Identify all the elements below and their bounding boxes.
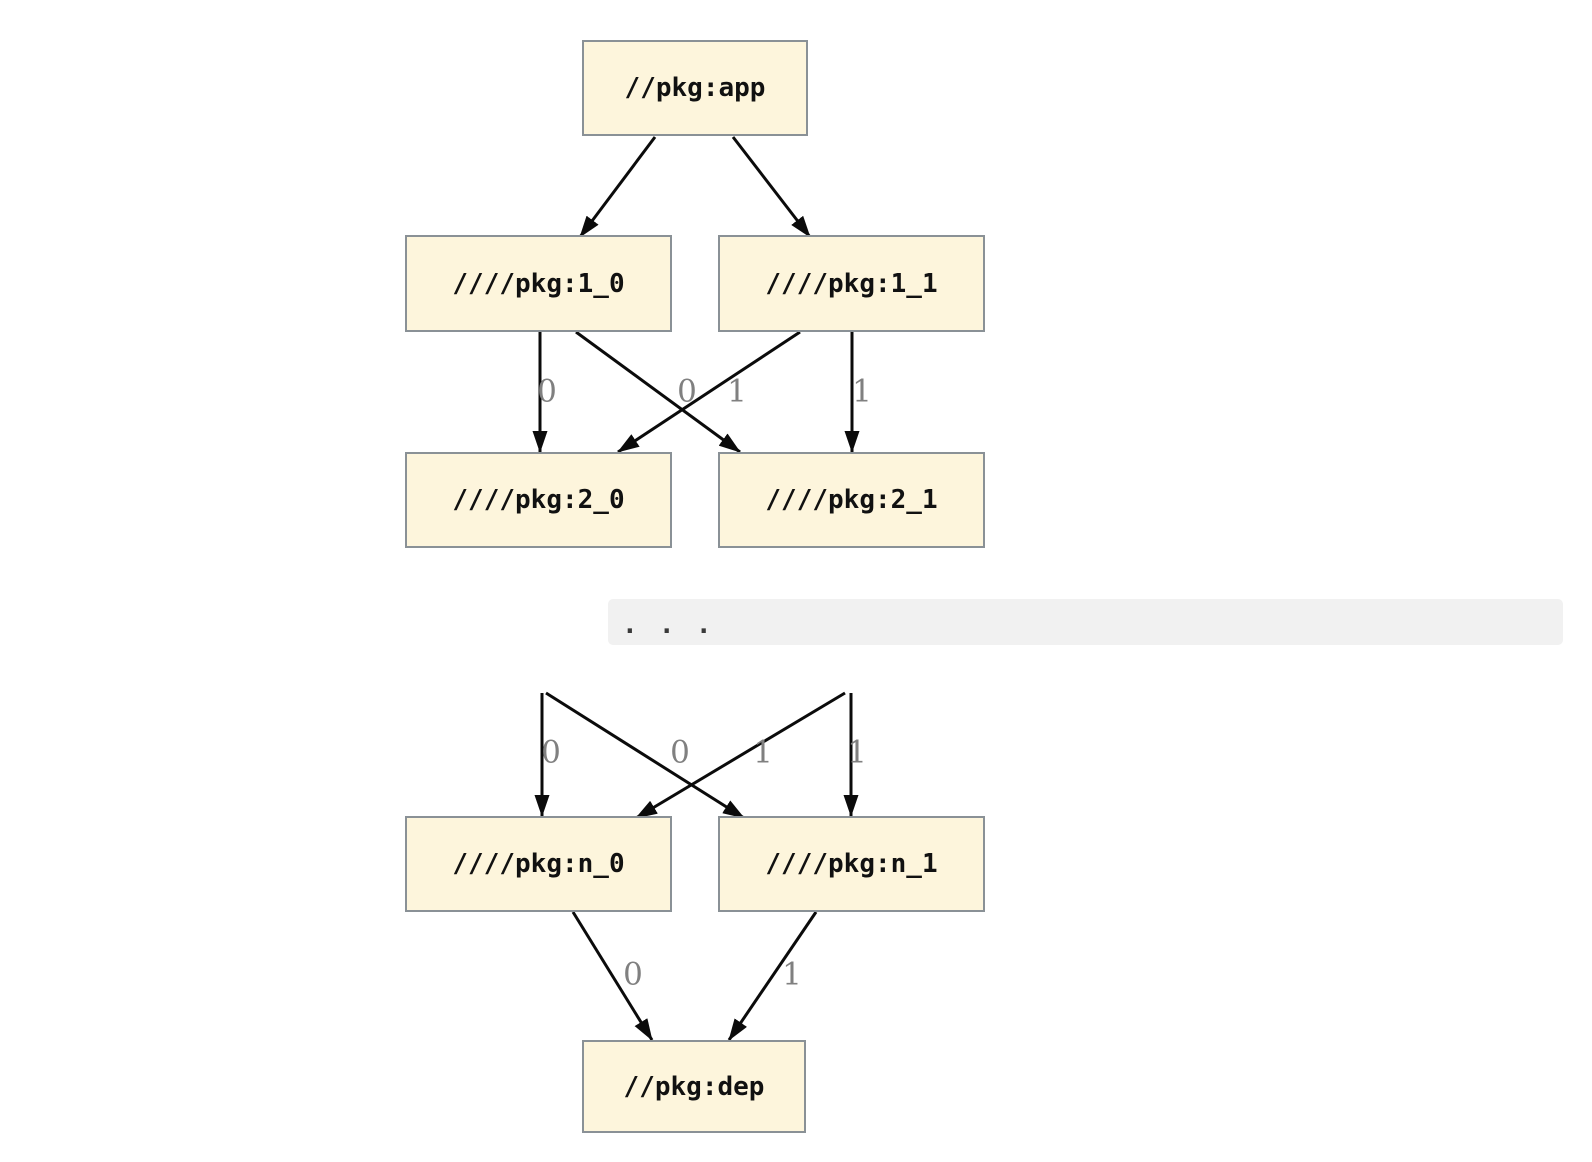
node-pkg-1_0: ////pkg:1_0 [405, 235, 672, 332]
edge-label-n_1-dep: 1 [782, 956, 802, 993]
edge-ellipsis-cross-to-n_0 [635, 691, 846, 820]
edge-label-ellipsis-n_0: 0 [541, 734, 561, 771]
node-pkg-dep: //pkg:dep [582, 1040, 806, 1133]
edge-label-ellipsis-cross-n_0: 0 [670, 734, 690, 771]
edge-label-ellipsis-cross-n_1: 1 [753, 734, 773, 771]
edge-label-1_1-2_0: 0 [677, 373, 697, 410]
node-pkg-n_1: ////pkg:n_1 [718, 816, 985, 912]
ellipsis-dots: . . . [622, 610, 715, 640]
edge-1_1-to-2_0 [617, 330, 801, 454]
node-pkg-2_1: ////pkg:2_1 [718, 452, 985, 548]
edge-label-1_1-2_1: 1 [852, 373, 872, 410]
edge-app-to-1_1 [731, 136, 812, 238]
edge-label-n_0-dep: 0 [623, 956, 643, 993]
ellipsis-band: . . . [608, 599, 1563, 645]
node-pkg-n_0: ////pkg:n_0 [405, 816, 672, 912]
edge-ellipsis-cross-to-n_1 [545, 691, 745, 820]
node-pkg-app: //pkg:app [582, 40, 808, 136]
edge-n_1-to-dep [727, 911, 818, 1041]
edge-label-1_0-2_1: 1 [727, 373, 747, 410]
node-pkg-2_0: ////pkg:2_0 [405, 452, 672, 548]
edge-1_0-to-2_1 [575, 330, 741, 454]
edge-label-1_0-2_0: 0 [537, 373, 557, 410]
edge-app-to-1_0 [578, 136, 657, 238]
edge-label-ellipsis-n_1: 1 [847, 734, 867, 771]
edge-n_0-to-dep [571, 911, 654, 1041]
node-pkg-1_1: ////pkg:1_1 [718, 235, 985, 332]
